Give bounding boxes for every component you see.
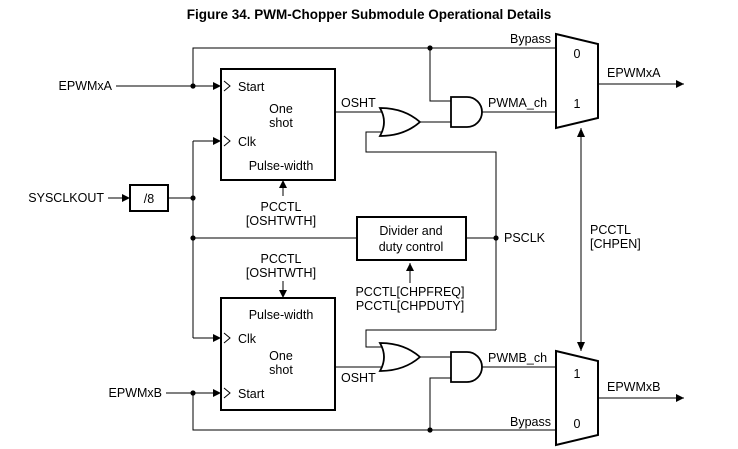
one-shot-bottom-shot: shot xyxy=(269,363,293,377)
oshtwth-bottom-line2: [OSHTWTH] xyxy=(246,266,316,280)
oshtwth-bottom-line1: PCCTL xyxy=(261,252,302,266)
output-epwmxa: EPWMxA xyxy=(607,66,661,80)
chpfreq-label: PCCTL[CHPFREQ] xyxy=(355,285,464,299)
figure-title: Figure 34. PWM-Chopper Submodule Operati… xyxy=(187,7,552,22)
divide-by-8-label: /8 xyxy=(144,192,154,206)
one-shot-bottom-one: One xyxy=(269,349,293,363)
divide-by-8-block xyxy=(129,184,169,212)
bypass-bottom-label: Bypass xyxy=(510,415,551,429)
one-shot-top-block xyxy=(220,68,336,181)
and-gate-bottom xyxy=(450,351,483,383)
junction-dots xyxy=(190,45,499,433)
or-gate-top xyxy=(378,107,422,137)
one-shot-bottom-pulse-width: Pulse-width xyxy=(249,308,314,322)
divider-duty-line2: duty control xyxy=(379,240,444,254)
and-gate-top xyxy=(450,96,483,128)
mux-top-in0: 0 xyxy=(574,47,581,61)
one-shot-top-shot: shot xyxy=(269,116,293,130)
mux-top-in1: 1 xyxy=(574,97,581,111)
one-shot-top-one: One xyxy=(269,102,293,116)
osht-bottom-label: OSHT xyxy=(341,371,376,385)
one-shot-top-clk: Clk xyxy=(238,135,257,149)
mux-top xyxy=(555,32,599,130)
one-shot-bottom-clk: Clk xyxy=(238,332,257,346)
pwma-ch-label: PWMA_ch xyxy=(488,96,547,110)
mux-bottom-in0: 0 xyxy=(574,417,581,431)
psclk-label: PSCLK xyxy=(504,231,546,245)
divider-duty-line1: Divider and xyxy=(379,224,442,238)
input-epwmxa: EPWMxA xyxy=(59,79,113,93)
input-sysclkout: SYSCLKOUT xyxy=(28,191,104,205)
pwmb-ch-label: PWMB_ch xyxy=(488,351,547,365)
or-gate-bottom xyxy=(378,342,422,372)
oshtwth-top-line1: PCCTL xyxy=(261,200,302,214)
oshtwth-top-line2: [OSHTWTH] xyxy=(246,214,316,228)
mux-bottom-in1: 1 xyxy=(574,367,581,381)
mux-bottom xyxy=(555,349,599,447)
one-shot-top-pulse-width: Pulse-width xyxy=(249,159,314,173)
osht-top-label: OSHT xyxy=(341,96,376,110)
chpduty-label: PCCTL[CHPDUTY] xyxy=(356,299,464,313)
divider-duty-block xyxy=(356,216,467,261)
chpen-line1: PCCTL xyxy=(590,223,631,237)
one-shot-top-start: Start xyxy=(238,80,265,94)
wires xyxy=(108,47,684,431)
chpen-line2: [CHPEN] xyxy=(590,237,641,251)
one-shot-bottom-start: Start xyxy=(238,387,265,401)
input-epwmxb: EPWMxB xyxy=(109,386,162,400)
output-epwmxb: EPWMxB xyxy=(607,380,660,394)
bypass-top-label: Bypass xyxy=(510,32,551,46)
one-shot-bottom-block xyxy=(220,297,336,411)
